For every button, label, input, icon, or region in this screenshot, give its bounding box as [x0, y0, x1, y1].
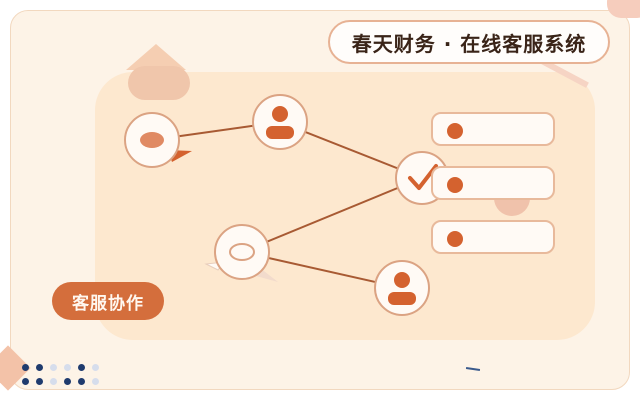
decor-corner-shape: [607, 0, 640, 18]
chat-bubble-icon: [204, 224, 278, 282]
decor-blob: [494, 196, 530, 216]
decor-cloud: [128, 66, 190, 100]
badge-label: 客服协作: [52, 282, 164, 320]
person-icon: [374, 260, 430, 316]
list-item: [431, 112, 555, 146]
list-item: [431, 166, 555, 200]
chat-bubble-icon: [124, 112, 192, 168]
edge-chat-to-check: [241, 177, 423, 253]
decor-triangle: [126, 44, 186, 70]
bullet-dot-icon: [447, 123, 463, 139]
decor-dot-grid: [22, 364, 99, 385]
bullet-dot-icon: [447, 177, 463, 193]
page-title: 春天财务 · 在线客服系统: [328, 20, 610, 64]
page-title-text: 春天财务 · 在线客服系统: [351, 31, 587, 56]
person-icon: [252, 94, 308, 150]
list-item: [431, 220, 555, 254]
bullet-dot-icon: [447, 231, 463, 247]
badge-label-text: 客服协作: [72, 293, 144, 314]
